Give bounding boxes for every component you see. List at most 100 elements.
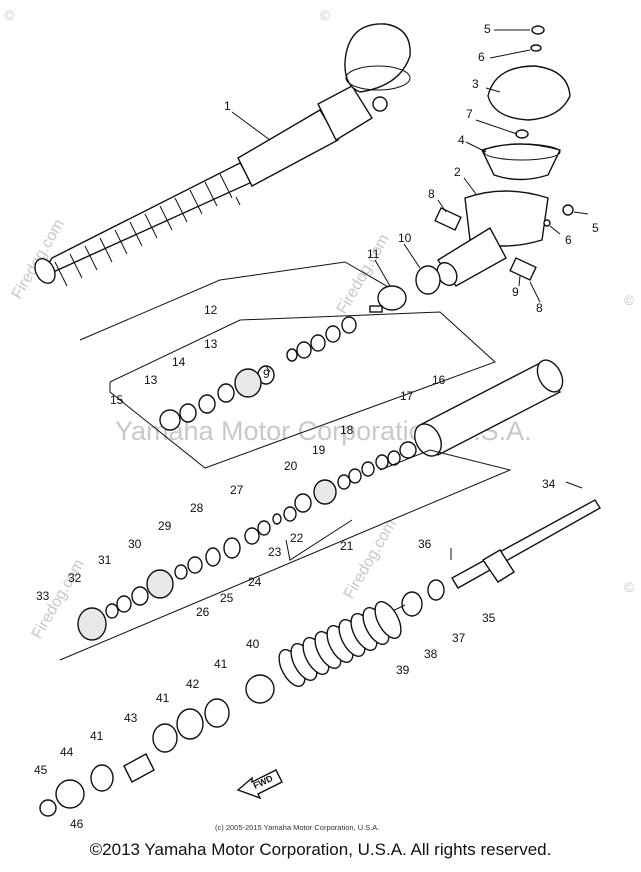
part-43-collar (123, 753, 155, 783)
part-8-bushing-right (509, 257, 537, 281)
part-11-pin (369, 305, 383, 313)
shock-upper-bolt-hole (372, 96, 388, 112)
callout-11: 11 (367, 247, 380, 261)
washer-b (325, 325, 341, 343)
callout-13-lower: 13 (144, 373, 158, 387)
main-copyright: ©2013 Yamaha Motor Corporation, U.S.A. A… (89, 840, 552, 859)
shock-absorber-assembly (34, 23, 411, 287)
washer-a (341, 316, 357, 334)
part-22-washer (283, 506, 297, 522)
callout-41-mid: 41 (156, 691, 170, 705)
part-44-disc (55, 779, 85, 809)
watermark-copyright-right-top: © (624, 292, 635, 308)
part-33-nut (77, 607, 107, 641)
bracket-box-lower (59, 449, 512, 661)
callout-7: 7 (466, 107, 473, 121)
callout-23: 23 (268, 545, 282, 559)
part-7-washer (515, 129, 529, 139)
callout-9-right: 9 (512, 285, 519, 299)
part-23b-washer (257, 520, 271, 536)
part-41-washer-mid (152, 723, 178, 753)
part-28-clip (174, 564, 188, 580)
callout-41-top: 41 (214, 657, 228, 671)
callout-10: 10 (398, 231, 412, 245)
callout-14: 14 (172, 355, 186, 369)
part-16-cylinder-front (414, 423, 442, 457)
part-10-oring (415, 265, 441, 295)
bracket-box-mid (109, 311, 496, 469)
callout-20: 20 (284, 459, 298, 473)
callout-3: 3 (472, 77, 479, 91)
callout-33: 33 (36, 589, 50, 603)
callout-13-upper: 13 (204, 337, 218, 351)
part-15-ring (159, 409, 181, 431)
callout-40: 40 (246, 637, 260, 651)
part-14-washer (198, 394, 216, 414)
part-27-ring (187, 556, 203, 574)
shock-arrow (235, 196, 241, 206)
callout-42: 42 (186, 677, 200, 691)
callout-16: 16 (432, 373, 446, 387)
part-35-rod (451, 499, 601, 589)
part-19-valve (313, 479, 337, 505)
callout-21: 21 (340, 539, 354, 553)
washer-21b (361, 461, 375, 477)
bracket-line-top (79, 261, 391, 341)
callout-12: 12 (204, 303, 218, 317)
callout-39: 39 (396, 663, 410, 677)
part-5-nut-top (531, 25, 545, 35)
bracket-22-23 (285, 519, 353, 561)
shock-lower-eye (34, 258, 56, 284)
callout-18: 18 (340, 423, 354, 437)
part-3-boot (487, 65, 571, 121)
callout-41-low: 41 (90, 729, 104, 743)
part-18-spring (387, 450, 401, 466)
part-24-washer (244, 527, 260, 545)
part-5-bolt-right (562, 204, 574, 216)
part-34-pin (565, 481, 583, 489)
part-41-washer-low (90, 764, 114, 792)
callout-8-left: 8 (428, 187, 435, 201)
callout-32: 32 (68, 571, 82, 585)
callout-43: 43 (124, 711, 138, 725)
part-29-piston (146, 569, 174, 599)
washer-c (310, 334, 326, 352)
part-12-piston (234, 368, 262, 398)
part-32-washer (105, 603, 119, 619)
part-8-bushing-left (434, 207, 462, 231)
callout-8-right: 8 (536, 301, 543, 315)
callout-34: 34 (542, 477, 556, 491)
callout-29: 29 (158, 519, 172, 533)
callout-4: 4 (458, 133, 465, 147)
callout-37: 37 (452, 631, 466, 645)
part-45-nut (39, 799, 57, 817)
part-38-seat (401, 591, 423, 617)
washer-21c (348, 468, 362, 484)
callout-2: 2 (454, 165, 461, 179)
callout-26: 26 (196, 605, 210, 619)
part-25-collar (223, 537, 241, 559)
shock-dust-boot (344, 23, 411, 93)
callout-25: 25 (220, 591, 234, 605)
watermark-copyright-right-bottom: © (624, 579, 635, 595)
top-right-parts (415, 25, 574, 295)
part-13-washer-lower (179, 403, 197, 423)
shock-lower-body (38, 162, 254, 280)
fwd-arrow: FWD (236, 769, 283, 800)
part-16-cylinder-end (536, 359, 564, 393)
callout-6-top: 6 (478, 50, 485, 64)
diagram-canvas: Yamaha Motor Corporation, U.S.A. Firedog… (4, 7, 635, 832)
part-11-seal (377, 285, 407, 311)
callout-24: 24 (248, 575, 262, 589)
callout-46: 46 (70, 817, 84, 831)
part-41-washer-top (204, 698, 230, 728)
part-42-disc (176, 708, 204, 740)
watermark-copyright-top: © (320, 7, 331, 23)
callout-30: 30 (128, 537, 142, 551)
callout-19: 19 (312, 443, 326, 457)
callout-35: 35 (482, 611, 496, 625)
callout-44: 44 (60, 745, 74, 759)
leader-lines (231, 29, 589, 373)
callout-28: 28 (190, 501, 204, 515)
